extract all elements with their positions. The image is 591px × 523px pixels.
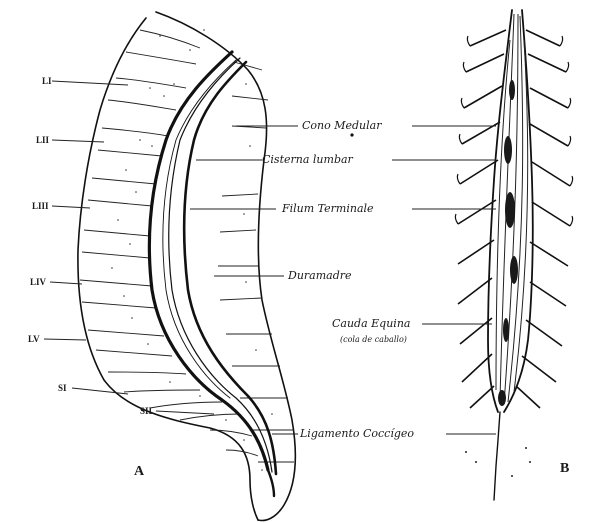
label-duramadre: Duramadre — [287, 269, 352, 282]
nerve-roots-right — [516, 30, 570, 408]
panel-b-cauda-equina — [455, 10, 572, 500]
posterior-segments — [218, 62, 294, 462]
vertebra-label-lii: LII — [36, 135, 50, 145]
structure-labels: Cono Medular Cisterna lumbar Filum Termi… — [190, 119, 496, 440]
dural-sac-posterior — [184, 62, 276, 474]
panel-a-spine-section — [78, 12, 295, 520]
vertebra-label-li: LI — [42, 76, 52, 86]
filum-tail-b — [494, 412, 500, 500]
dural-sac-anterior — [149, 52, 268, 470]
filum-tail-dots — [465, 447, 531, 477]
label-cono-medular: Cono Medular — [302, 119, 382, 132]
vertebra-label-liii: LIII — [32, 201, 49, 211]
vertebra-label-si: SI — [58, 383, 67, 393]
spinal-cord — [169, 58, 272, 472]
spine-anterior-outline — [78, 18, 258, 520]
label-filum-terminale: Filum Terminale — [281, 202, 374, 215]
panel-label-b: B — [560, 461, 569, 476]
label-cisterna-lumbar: Cisterna lumbar — [262, 153, 354, 166]
coccygeal-ligament-a — [268, 470, 274, 496]
label-ligamento-coccigeo: Ligamento Coccígeo — [299, 427, 414, 440]
panel-label-a: A — [134, 464, 145, 479]
label-cauda-equina-sub: (cola de caballo) — [340, 335, 407, 344]
vertebra-label-liv: LIV — [30, 277, 47, 287]
label-cauda-equina: Cauda Equina — [332, 317, 410, 330]
vertebra-label-lv: LV — [28, 334, 40, 344]
nerve-root-tips — [455, 36, 572, 226]
vertebra-label-sii: SII — [140, 406, 153, 416]
